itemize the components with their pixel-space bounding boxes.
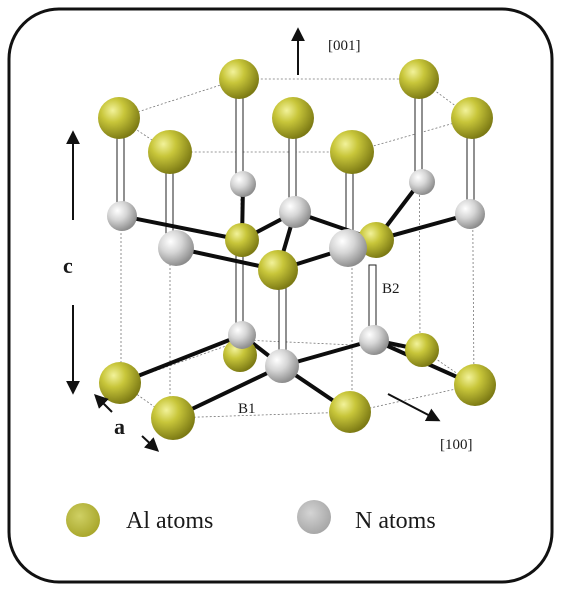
dir-100-arrow — [387, 393, 441, 422]
atoms-middle — [107, 196, 485, 355]
atoms-front — [99, 349, 496, 440]
al-atom — [451, 97, 493, 139]
legend-n-label: N atoms — [355, 508, 436, 534]
al-atom — [225, 223, 259, 257]
a-arrow-lower — [141, 435, 160, 452]
dir-100-label: [100] — [440, 437, 473, 453]
n-atom — [158, 230, 194, 266]
al-atom — [219, 59, 259, 99]
n-atom — [279, 196, 311, 228]
n-atom — [265, 349, 299, 383]
b2-label: B2 — [382, 281, 400, 297]
a-label: a — [114, 414, 125, 439]
legend: Al atoms N atoms — [66, 500, 436, 537]
b1-label: B1 — [238, 401, 256, 417]
c-label: c — [63, 253, 73, 278]
al-atom — [151, 396, 195, 440]
dir-001-label: [001] — [328, 38, 361, 54]
al-atom — [258, 250, 298, 290]
al-atom — [454, 364, 496, 406]
atoms-back — [98, 59, 493, 372]
al-atom — [329, 391, 371, 433]
legend-al-icon — [66, 503, 100, 537]
al-atom — [330, 130, 374, 174]
al-atom — [399, 59, 439, 99]
n-atom — [230, 171, 256, 197]
al-atom — [148, 130, 192, 174]
al-atom — [358, 222, 394, 258]
al-atom — [405, 333, 439, 367]
al-atom — [99, 362, 141, 404]
n-atom — [409, 169, 435, 195]
n-atom — [359, 325, 389, 355]
n-atom — [329, 229, 367, 267]
a-arrow-upper — [94, 394, 113, 413]
n-atom — [228, 321, 256, 349]
legend-al-label: Al atoms — [126, 508, 213, 534]
al-atom — [98, 97, 140, 139]
n-atom — [455, 199, 485, 229]
n-atom — [107, 201, 137, 231]
al-atom — [272, 97, 314, 139]
legend-n-icon — [297, 500, 331, 534]
